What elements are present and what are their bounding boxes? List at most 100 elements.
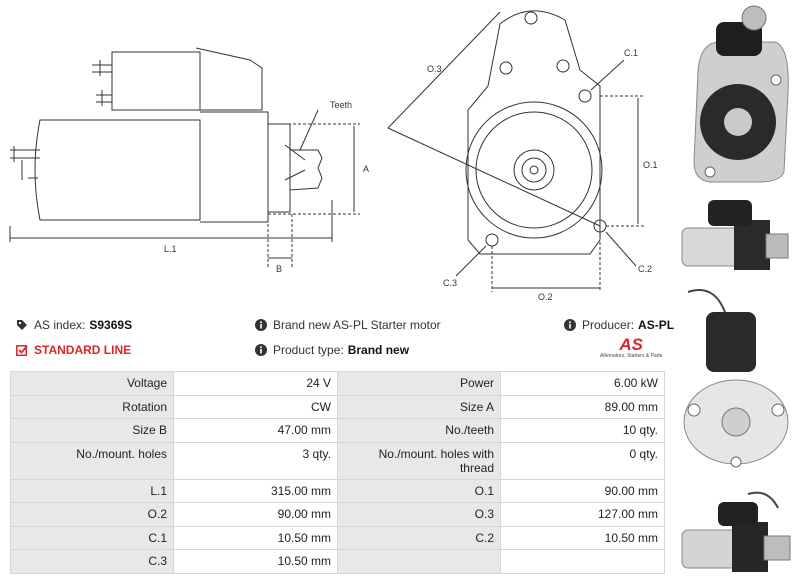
solenoid-cap: [195, 47, 263, 111]
rear-terminals: [10, 146, 40, 180]
label-b: B: [276, 264, 282, 274]
dim-o2-ext: [491, 232, 601, 292]
dim-l1-ext: [9, 200, 333, 242]
terminal-upper: [92, 60, 112, 76]
spec-value: 47.00 mm: [173, 418, 338, 443]
spec-value: CW: [173, 394, 338, 419]
spec-label: Voltage: [10, 371, 174, 396]
logo-text: AS: [619, 335, 643, 354]
spec-value: 90.00 mm: [173, 502, 338, 527]
spec-label: [337, 549, 501, 574]
as-index: AS index: S9369S: [16, 318, 132, 332]
logo-caption: Alternators, Starters & Parts: [600, 353, 663, 359]
shaft-center: [529, 165, 539, 175]
dim-b-ext: [267, 214, 293, 268]
spec-label: No./teeth: [337, 418, 501, 443]
label-l1: L.1: [164, 244, 177, 254]
terminal-lower: [96, 90, 112, 106]
producer: Producer: AS-PL: [564, 318, 674, 332]
solenoid-body: [111, 51, 201, 111]
standard-line: STANDARD LINE: [16, 343, 131, 357]
leader-c1: [590, 59, 625, 91]
description-text: Brand new AS-PL Starter motor: [273, 318, 441, 332]
hole-c3: [485, 233, 499, 247]
as-logo: AS Alternators, Starters & Parts: [600, 336, 662, 359]
standard-line-text: STANDARD LINE: [34, 343, 132, 357]
product-type-label: Product type:: [273, 343, 344, 357]
dim-o1-ext: [600, 95, 644, 227]
hole-c1: [578, 89, 592, 103]
label-c3: C.3: [443, 278, 457, 288]
spec-value: 127.00 mm: [500, 502, 665, 527]
spec-label: No./mount. holes with thread: [337, 441, 501, 480]
pinion: [289, 149, 323, 191]
tags-icon: [17, 320, 27, 330]
spec-value: 3 qty.: [173, 441, 338, 480]
hole-top-right: [556, 59, 570, 73]
spec-label: C.2: [337, 525, 501, 550]
spec-label: O.2: [10, 502, 174, 527]
nose: [268, 123, 291, 213]
as-index-label: AS index:: [34, 318, 86, 332]
description: Brand new AS-PL Starter motor: [255, 318, 441, 332]
label-a: A: [363, 164, 369, 174]
drive-housing: [200, 111, 269, 223]
spec-label: C.3: [10, 549, 174, 574]
spec-value: 90.00 mm: [500, 478, 665, 503]
drawing-svg: Teeth A L.1 B O.3 C.1: [9, 10, 658, 300]
label-c2: C.2: [638, 264, 652, 274]
label-o2: O.2: [538, 292, 553, 300]
info-icon: [255, 344, 267, 356]
motor-body: [34, 119, 201, 221]
leader-c3: [455, 245, 487, 277]
product-type: Product type: Brand new: [255, 343, 409, 357]
spec-value: 315.00 mm: [173, 478, 338, 503]
spec-label: No./mount. holes: [10, 441, 174, 480]
spec-value: 24 V: [173, 371, 338, 396]
leader-c2: [605, 231, 637, 267]
flange-bore: [465, 101, 603, 239]
spec-label: O.1: [337, 478, 501, 503]
info-icon: [255, 319, 267, 331]
spec-value: 10.50 mm: [173, 549, 338, 574]
technical-drawings: Teeth A L.1 B O.3 C.1: [0, 0, 670, 300]
photo-side-2[interactable]: [678, 488, 798, 578]
dim-a-ext: [268, 123, 360, 215]
checkbox-icon: [16, 345, 28, 356]
spec-value: [500, 549, 665, 574]
spec-label: Size A: [337, 394, 501, 419]
teeth-leader: [299, 109, 319, 151]
product-info: AS index: S9369S Brand new AS-PL Starter…: [0, 308, 674, 368]
hole-top-left: [499, 61, 513, 75]
photo-side[interactable]: [678, 190, 793, 280]
spec-value: 89.00 mm: [500, 394, 665, 419]
photo-rear[interactable]: [678, 282, 798, 472]
dim-o3: [387, 11, 601, 227]
pinion-detail: [284, 144, 306, 181]
as-index-value: S9369S: [89, 318, 133, 332]
producer-value: AS-PL: [638, 318, 675, 332]
spec-label: Power: [337, 371, 501, 396]
spec-value: 10 qty.: [500, 418, 665, 443]
flange-bore-inner: [475, 111, 593, 229]
label-o3: O.3: [427, 64, 442, 74]
spec-value: 6.00 kW: [500, 371, 665, 396]
spec-label: Size B: [10, 418, 174, 443]
label-teeth: Teeth: [330, 100, 352, 110]
spec-label: O.3: [337, 502, 501, 527]
photo-front-flange[interactable]: [680, 2, 795, 187]
spec-value: 10.50 mm: [173, 525, 338, 550]
shaft: [521, 157, 547, 183]
spec-label: C.1: [10, 525, 174, 550]
spec-value: 10.50 mm: [500, 525, 665, 550]
producer-label: Producer:: [582, 318, 635, 332]
shaft-outer: [513, 149, 555, 191]
spec-value: 0 qty.: [500, 441, 665, 480]
